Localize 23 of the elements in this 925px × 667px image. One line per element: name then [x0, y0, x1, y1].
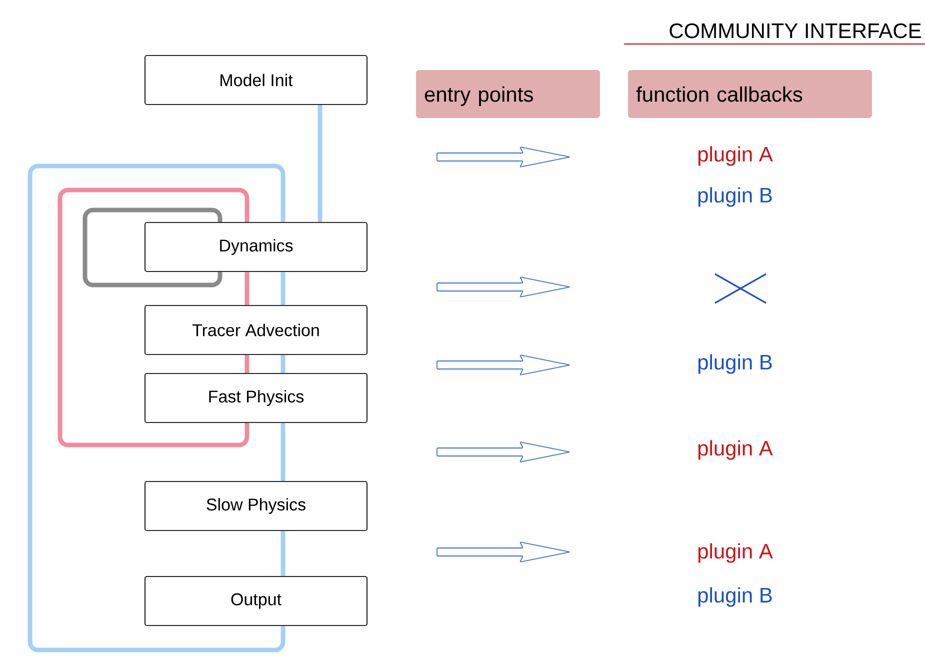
pipe-line: [280, 272, 286, 305]
pipe-line: [244, 272, 250, 305]
pipe-line: [318, 105, 322, 222]
plugin-label: plugin A: [698, 440, 773, 460]
plugin-label: plugin B: [698, 354, 772, 374]
process-box: Tracer Advection: [144, 304, 368, 356]
header-box: entry points: [416, 70, 600, 118]
pipe-line: [280, 355, 286, 373]
process-box: Model Init: [144, 54, 368, 106]
plugin-label: plugin B: [698, 587, 772, 607]
plugin-label: plugin B: [698, 187, 772, 207]
pipe-line: [280, 423, 286, 481]
title: COMMUNITY INTERFACE: [670, 23, 921, 38]
process-box: Dynamics: [144, 222, 368, 272]
process-box: Slow Physics: [144, 480, 368, 532]
plugin-label: plugin A: [698, 543, 773, 563]
process-box: Output: [144, 576, 368, 626]
header-box: function callbacks: [628, 70, 872, 118]
process-box: Fast Physics: [144, 372, 368, 424]
plugin-label: plugin A: [698, 146, 773, 166]
pipe-line: [82, 208, 222, 288]
pipe-line: [280, 531, 286, 576]
pipe-line: [244, 355, 250, 373]
